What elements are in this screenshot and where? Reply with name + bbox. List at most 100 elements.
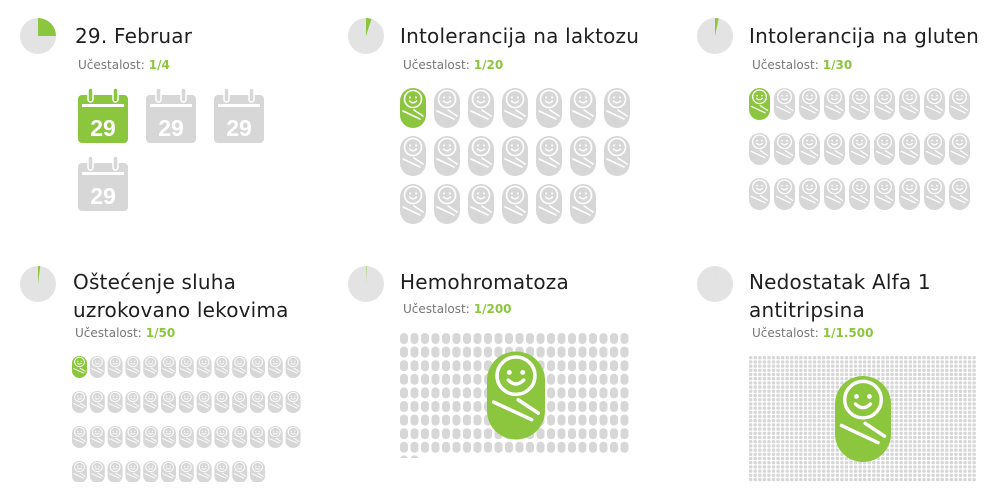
baby-icon [107, 356, 123, 378]
baby-icon [547, 360, 555, 372]
baby-icon [867, 469, 871, 473]
baby-icon [940, 419, 944, 423]
baby-icon [547, 333, 555, 344]
baby-icon [940, 448, 944, 452]
baby-icon [913, 444, 917, 448]
panel-title: 29. Februar [75, 24, 193, 48]
baby-icon [917, 469, 922, 473]
baby-icon [890, 360, 894, 364]
baby-icon [831, 477, 835, 482]
baby-icon [799, 477, 803, 482]
baby-icon [954, 389, 958, 393]
baby-icon [421, 441, 429, 453]
baby-icon [753, 431, 757, 435]
baby-icon [817, 427, 821, 431]
baby-icon [967, 377, 972, 381]
baby-icon [758, 435, 762, 440]
baby-icon [803, 381, 808, 385]
baby-icon [949, 423, 954, 427]
baby-icon [908, 414, 912, 419]
baby-icon [790, 473, 794, 477]
baby-icon [771, 406, 776, 410]
baby-icon [922, 444, 926, 448]
baby-icon [817, 477, 821, 482]
baby-icon [926, 423, 931, 427]
baby-icon [899, 385, 903, 389]
baby-icon [935, 410, 940, 414]
baby-icon [178, 356, 194, 378]
baby-icon [954, 393, 958, 398]
baby-icon [494, 333, 503, 344]
baby-icon [844, 360, 849, 364]
baby-icon [767, 444, 771, 448]
baby-icon [762, 473, 767, 477]
baby-icon [885, 372, 890, 377]
baby-icon [568, 401, 576, 412]
panel-hearing-loss: Oštećenje sluha uzrokovano lekovima Učes… [0, 250, 330, 500]
baby-icon [935, 393, 940, 398]
baby-icon [835, 385, 840, 389]
baby-icon [821, 440, 826, 444]
baby-icon [812, 452, 817, 456]
baby-icon [771, 461, 776, 465]
baby-icon [762, 431, 767, 435]
baby-icon [881, 469, 885, 473]
baby-icon [958, 456, 963, 461]
baby-icon [849, 178, 870, 210]
baby-icon [400, 441, 408, 453]
baby-icon [817, 419, 821, 423]
baby-icon [904, 419, 908, 423]
baby-icon [831, 381, 835, 385]
baby-icon [812, 423, 817, 427]
baby-icon [863, 477, 867, 482]
baby-icon [780, 410, 785, 414]
baby-icon [954, 452, 958, 456]
baby-icon [899, 423, 903, 427]
baby-icon [894, 360, 899, 364]
baby-icon [568, 346, 576, 358]
baby-icon [926, 385, 931, 389]
baby-icon [954, 465, 958, 469]
baby-icon [753, 427, 757, 431]
baby-icon [908, 431, 912, 435]
baby-icon [872, 473, 876, 477]
baby-icon [885, 465, 890, 469]
baby-icon [785, 431, 789, 435]
baby-icon [972, 377, 976, 381]
baby-icon [812, 435, 817, 440]
baby-icon [908, 427, 912, 431]
baby-icon [894, 414, 899, 419]
baby-icon [821, 423, 826, 427]
baby-icon [890, 423, 894, 427]
baby-icon [749, 435, 753, 440]
baby-icon [849, 477, 853, 482]
baby-icon [808, 448, 812, 452]
baby-icon [442, 346, 450, 358]
baby-icon [853, 477, 858, 482]
baby-icon [926, 398, 931, 402]
baby-icon [963, 465, 967, 469]
baby-icon [808, 393, 812, 398]
baby-icon [958, 356, 963, 360]
baby-icon [885, 356, 890, 360]
baby-icon [767, 360, 771, 364]
baby-icon [894, 461, 899, 465]
baby-icon [776, 419, 780, 423]
baby-icon [835, 360, 840, 364]
baby-icon [894, 385, 899, 389]
baby-icon [917, 393, 922, 398]
baby-icon [125, 461, 141, 482]
baby-icon [967, 427, 972, 431]
baby-icon [935, 406, 940, 410]
baby-icon [824, 88, 845, 120]
baby-icon [940, 477, 944, 482]
baby-icon [771, 440, 776, 444]
baby-icon [949, 356, 954, 360]
baby-icon [913, 461, 917, 465]
baby-icon [463, 360, 471, 372]
baby-icon [776, 372, 780, 377]
baby-icon [442, 414, 450, 426]
baby-icon [785, 356, 789, 360]
baby-icon [410, 428, 419, 440]
baby-icon [808, 377, 812, 381]
